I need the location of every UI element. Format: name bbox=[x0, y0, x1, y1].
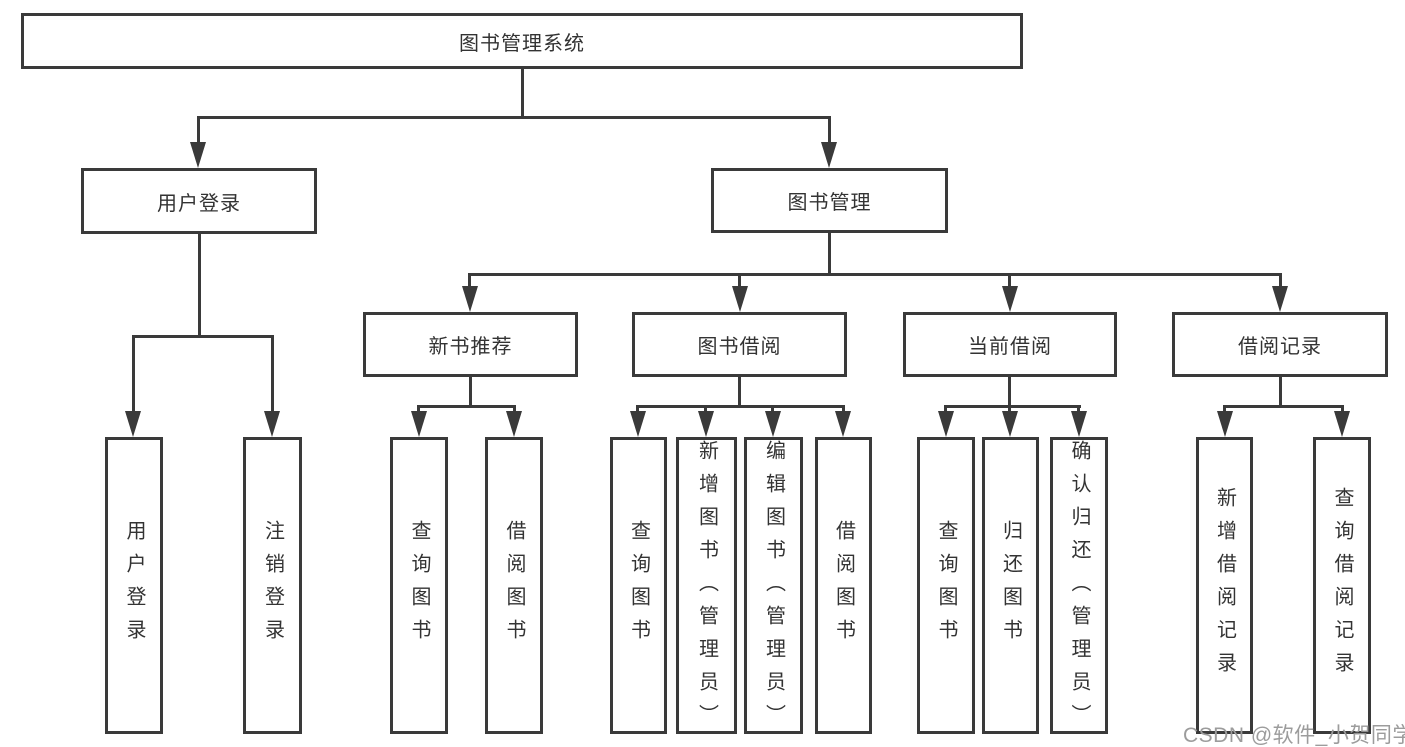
connector-drop-r2 bbox=[513, 405, 516, 415]
arrowhead-user-login bbox=[190, 142, 206, 168]
connector-recommend-trunk bbox=[469, 377, 472, 408]
leaf-user-login: 用户登录 bbox=[105, 437, 163, 734]
leaf-logout: 注销登录 bbox=[243, 437, 302, 734]
leaf-edit-books-admin-label: 编辑图书（管理员） bbox=[762, 440, 785, 737]
connector-drop-c3 bbox=[1077, 405, 1080, 415]
leaf-query-books-borrow-label: 查询图书 bbox=[627, 519, 650, 652]
leaf-add-borrow-record: 新增借阅记录 bbox=[1196, 437, 1253, 734]
arrowhead-book-borrow bbox=[732, 286, 748, 312]
arrowhead-b4 bbox=[835, 411, 851, 437]
arrowhead-book-mgmt bbox=[821, 142, 837, 168]
leaf-query-borrow-record: 查询借阅记录 bbox=[1313, 437, 1371, 734]
leaf-borrow-books-label: 借阅图书 bbox=[832, 519, 855, 652]
leaf-add-books-admin: 新增图书（管理员） bbox=[676, 437, 737, 737]
connector-drop-book-borrow bbox=[738, 273, 741, 288]
arrowhead-c1 bbox=[938, 411, 954, 437]
connector-drop-b2 bbox=[704, 405, 707, 415]
connector-current-hbar bbox=[944, 405, 1081, 408]
leaf-add-borrow-record-label: 新增借阅记录 bbox=[1213, 486, 1236, 685]
connector-drop-d2 bbox=[1341, 405, 1344, 415]
leaf-edit-books-admin: 编辑图书（管理员） bbox=[744, 437, 803, 737]
leaf-logout-label: 注销登录 bbox=[261, 519, 284, 652]
connector-drop-book-mgmt bbox=[828, 116, 831, 146]
connector-bookmgmt-hbar bbox=[468, 273, 1282, 276]
node-root-library-system: 图书管理系统 bbox=[21, 13, 1023, 69]
node-book-borrow: 图书借阅 bbox=[632, 312, 847, 377]
connector-records-hbar bbox=[1223, 405, 1344, 408]
arrowhead-current-borrow bbox=[1002, 286, 1018, 312]
connector-userlogin-hbar bbox=[132, 335, 274, 338]
connector-drop-new-book bbox=[468, 273, 471, 288]
leaf-return-books-label: 归还图书 bbox=[999, 519, 1022, 652]
node-current-borrow: 当前借阅 bbox=[903, 312, 1117, 377]
leaf-user-login-label: 用户登录 bbox=[123, 519, 145, 652]
arrowhead-b1 bbox=[630, 411, 646, 437]
connector-borrow-trunk bbox=[738, 377, 741, 408]
connector-drop-r1 bbox=[417, 405, 420, 415]
leaf-query-books-recommend: 查询图书 bbox=[390, 437, 448, 734]
connector-records-trunk bbox=[1279, 377, 1282, 408]
connector-drop-b3 bbox=[771, 405, 774, 415]
connector-drop-b4 bbox=[842, 405, 845, 415]
connector-drop-d1 bbox=[1223, 405, 1226, 415]
connector-drop-user-login bbox=[197, 116, 200, 146]
connector-root-hbar bbox=[197, 116, 831, 119]
arrowhead-borrow-record bbox=[1272, 286, 1288, 312]
connector-borrow-hbar bbox=[636, 405, 845, 408]
leaf-confirm-return-admin-label: 确认归还（管理员） bbox=[1068, 440, 1090, 737]
leaf-borrow-books-recommend: 借阅图书 bbox=[485, 437, 543, 734]
connector-root-trunk bbox=[521, 69, 524, 119]
csdn-watermark: CSDN @软件_小贺同学 bbox=[1183, 724, 1405, 747]
connector-recommend-hbar bbox=[417, 405, 516, 408]
node-user-login: 用户登录 bbox=[81, 168, 317, 234]
arrowhead-b2 bbox=[698, 411, 714, 437]
leaf-query-books-current: 查询图书 bbox=[917, 437, 975, 734]
connector-drop-leaf-logout bbox=[271, 335, 274, 413]
leaf-query-books-borrow: 查询图书 bbox=[610, 437, 667, 734]
node-book-management: 图书管理 bbox=[711, 168, 948, 233]
node-new-book-recommend: 新书推荐 bbox=[363, 312, 578, 377]
arrowhead-d2 bbox=[1334, 411, 1350, 437]
leaf-query-books-recommend-label: 查询图书 bbox=[408, 519, 430, 652]
arrowhead-leaf-logout bbox=[264, 411, 280, 437]
leaf-query-borrow-record-label: 查询借阅记录 bbox=[1331, 486, 1353, 685]
connector-drop-current-borrow bbox=[1008, 273, 1011, 288]
arrowhead-r1 bbox=[411, 411, 427, 437]
connector-bookmgmt-trunk bbox=[828, 233, 831, 276]
node-borrow-records: 借阅记录 bbox=[1172, 312, 1388, 377]
leaf-return-books: 归还图书 bbox=[982, 437, 1039, 734]
arrowhead-b3 bbox=[765, 411, 781, 437]
arrowhead-c2 bbox=[1002, 411, 1018, 437]
leaf-add-books-admin-label: 新增图书（管理员） bbox=[695, 440, 718, 737]
connector-drop-borrow-record bbox=[1279, 273, 1282, 288]
connector-drop-b1 bbox=[636, 405, 639, 415]
arrowhead-new-book bbox=[462, 286, 478, 312]
leaf-borrow-books-recommend-label: 借阅图书 bbox=[503, 519, 525, 652]
leaf-confirm-return-admin: 确认归还（管理员） bbox=[1050, 437, 1108, 737]
arrowhead-c3 bbox=[1071, 411, 1087, 437]
connector-current-trunk bbox=[1008, 377, 1011, 408]
connector-drop-c2 bbox=[1008, 405, 1011, 415]
arrowhead-d1 bbox=[1217, 411, 1233, 437]
leaf-query-books-current-label: 查询图书 bbox=[935, 519, 957, 652]
connector-drop-leaf-login bbox=[132, 335, 135, 413]
arrowhead-r2 bbox=[506, 411, 522, 437]
leaf-borrow-books: 借阅图书 bbox=[815, 437, 872, 734]
connector-drop-c1 bbox=[944, 405, 947, 415]
connector-userlogin-trunk bbox=[198, 234, 201, 338]
arrowhead-leaf-login bbox=[125, 411, 141, 437]
